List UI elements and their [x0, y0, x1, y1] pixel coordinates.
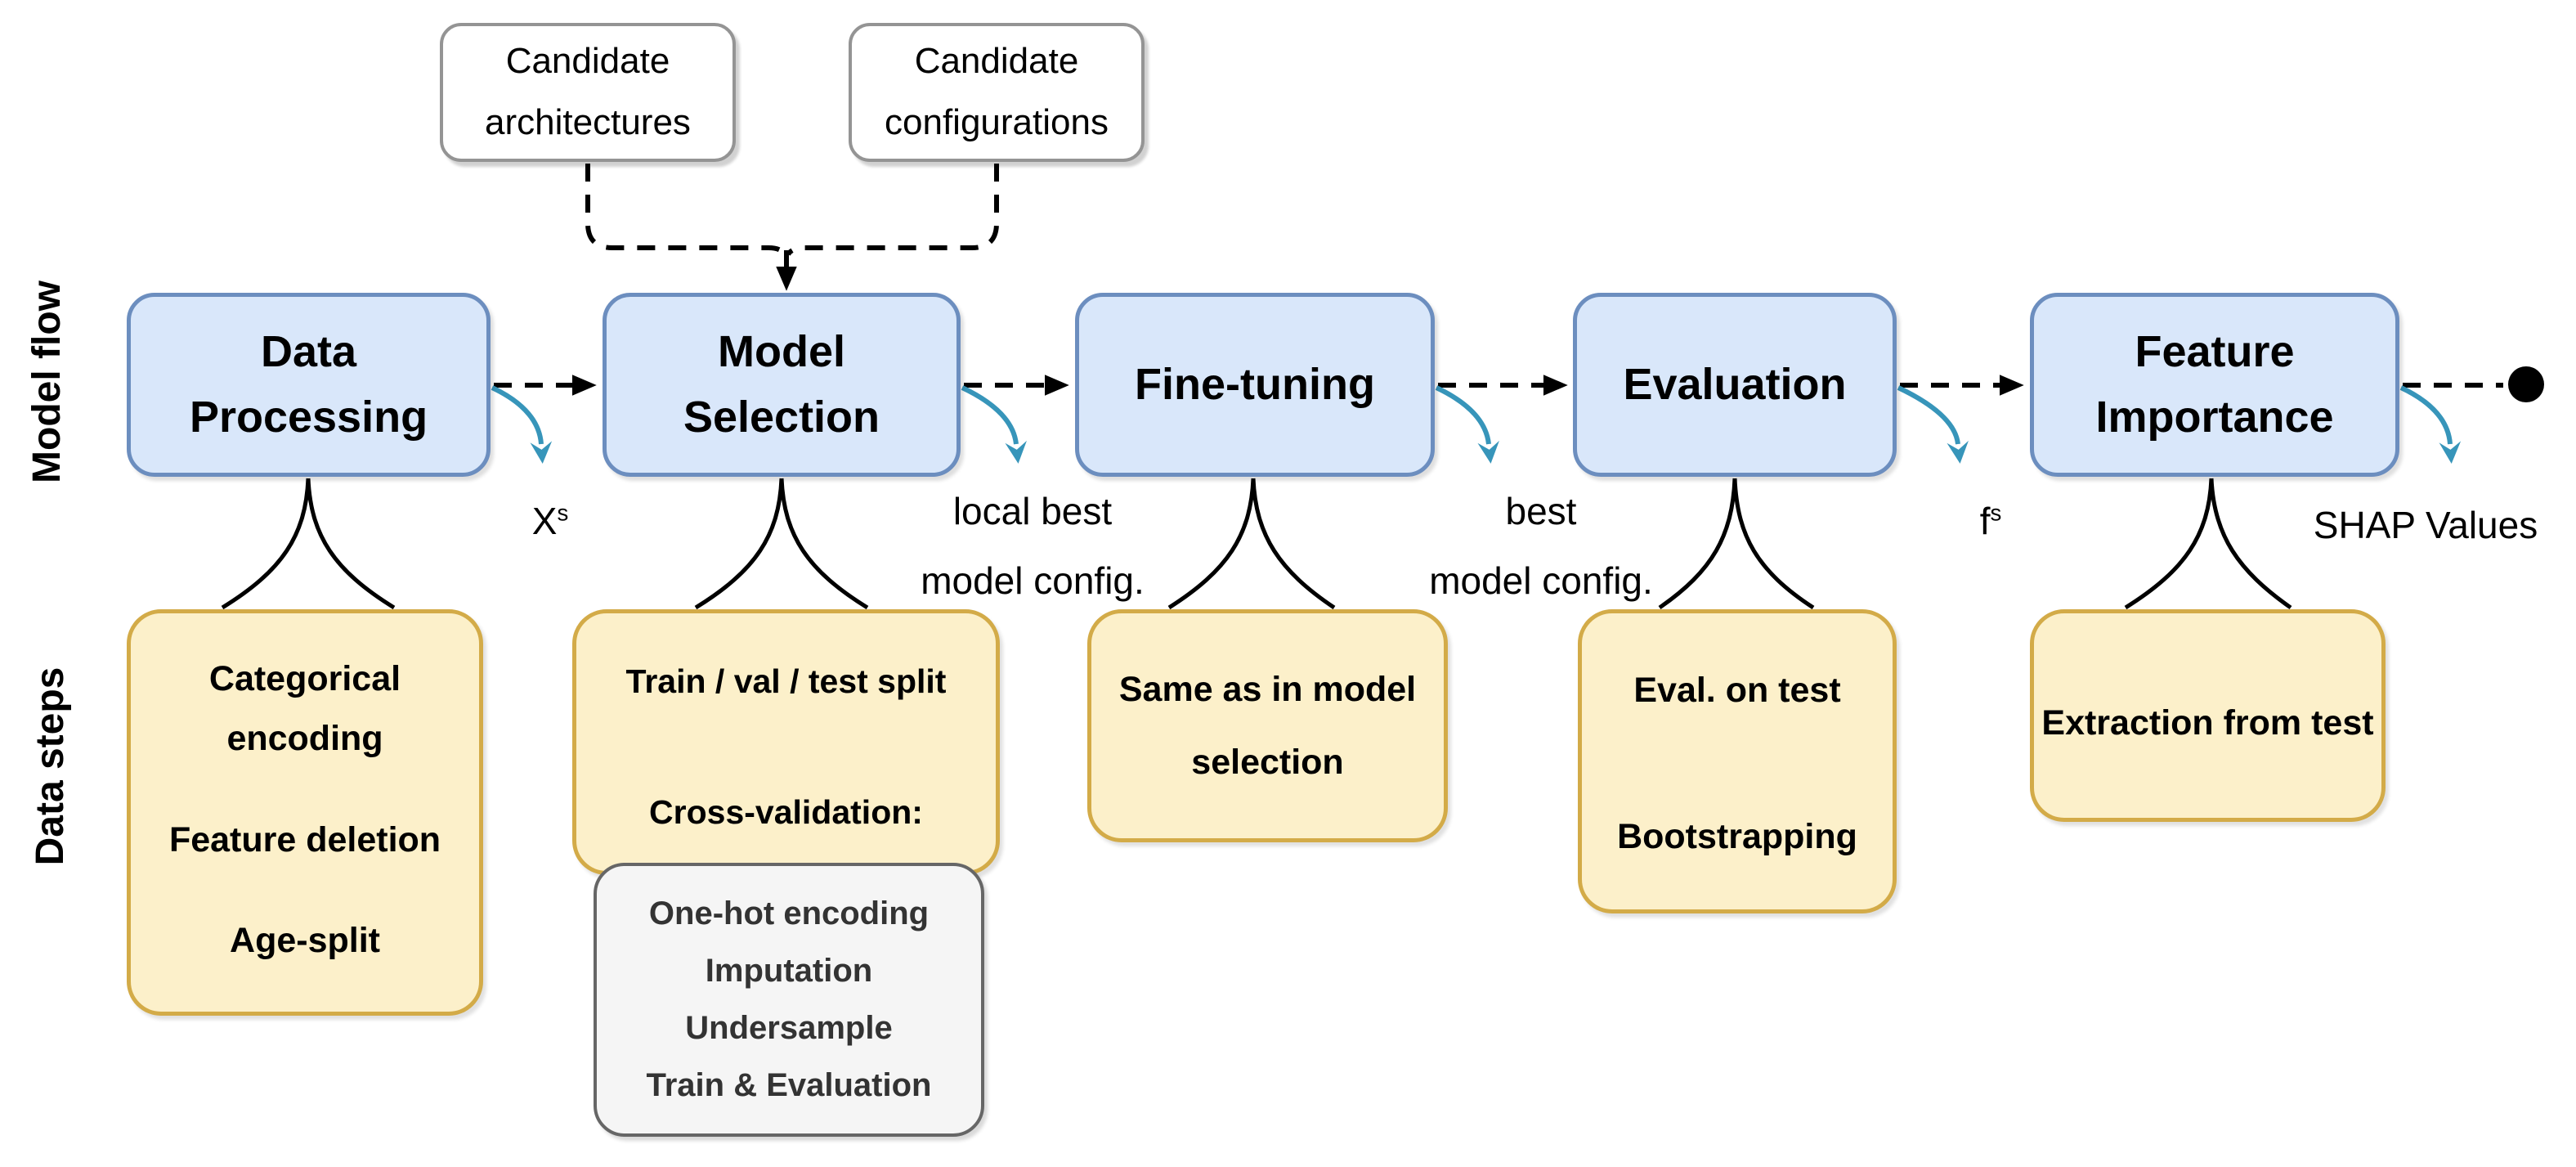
output-label-xs-sup: s	[557, 500, 569, 526]
stage-evaluation-title: Evaluation	[1623, 359, 1847, 409]
candidate-configurations-label: Candidate configurations	[885, 41, 1109, 142]
step-extraction-from-test: Extraction from test	[2041, 702, 2374, 743]
output-arrow-best	[1435, 385, 1499, 464]
step-categorical-encoding: Categorical encoding	[208, 659, 401, 759]
flow-end-dot	[2508, 366, 2544, 402]
output-label-best-line2: model config.	[1429, 559, 1653, 603]
substep-imputation: Imputation	[705, 953, 873, 990]
steps-feature-importance-box: Extraction from test	[2030, 609, 2386, 822]
steps-fine-tuning-box: Same as in model selection	[1087, 609, 1448, 842]
output-label-shap-values: SHAP Values	[2313, 504, 2538, 546]
step-bootstrapping: Bootstrapping	[1617, 817, 1857, 856]
candidate-architectures-connector	[585, 164, 787, 256]
output-label-best: best model config.	[1361, 477, 1721, 616]
stage-data-processing-title: Data Processing	[189, 326, 428, 442]
funnel-fine-tuning	[1167, 478, 1336, 610]
section-label-data-steps: Data steps	[29, 667, 72, 866]
stage-data-processing: Data Processing	[127, 293, 491, 477]
funnel-evaluation	[1658, 478, 1815, 610]
stage-feature-importance: Feature Importance	[2030, 293, 2399, 477]
output-label-xs: Xs	[481, 487, 620, 556]
substep-one-hot-encoding: One-hot encoding	[648, 895, 930, 932]
candidate-configurations-box: Candidate configurations	[849, 23, 1145, 162]
step-train-val-test-split: Train / val / test split	[625, 662, 947, 700]
output-label-xs-base: X	[531, 500, 558, 542]
step-age-split: Age-split	[230, 920, 380, 960]
funnel-model-selection	[694, 478, 869, 610]
section-label-model-flow: Model flow	[25, 281, 69, 483]
candidate-configurations-connector	[786, 164, 999, 256]
step-cross-validation: Cross-validation:	[649, 793, 923, 831]
candidate-architectures-box: Candidate architectures	[440, 23, 736, 162]
stage-fine-tuning: Fine-tuning	[1075, 293, 1435, 477]
output-label-fs-base: f	[1979, 500, 1991, 542]
step-feature-deletion: Feature deletion	[168, 819, 441, 860]
stage-model-selection-title: Model Selection	[683, 326, 880, 442]
stage-evaluation: Evaluation	[1573, 293, 1897, 477]
output-label-local-best: local best model config.	[865, 477, 1200, 616]
output-arrow-local-best	[961, 385, 1027, 464]
substep-undersample: Undersample	[685, 1009, 893, 1046]
funnel-data-processing	[221, 478, 396, 610]
output-label-fs: fs	[1921, 487, 2060, 556]
stage-model-selection: Model Selection	[603, 293, 961, 477]
output-arrow-xs	[491, 385, 553, 464]
cross-validation-substeps-box: One-hot encoding Imputation Undersample …	[594, 863, 984, 1137]
stage-fine-tuning-title: Fine-tuning	[1135, 359, 1375, 409]
output-label-fs-sup: s	[1990, 500, 2002, 526]
output-label-local-best-line2: model config.	[921, 559, 1145, 603]
output-arrow-shap	[2399, 385, 2462, 464]
stage-feature-importance-title: Feature Importance	[2095, 326, 2334, 442]
steps-evaluation-box: Eval. on test Bootstrapping	[1578, 609, 1897, 913]
steps-model-selection-box: Train / val / test split Cross-validatio…	[572, 609, 1000, 875]
output-label-best-line1: best	[1505, 490, 1577, 532]
output-label-local-best-line1: local best	[952, 490, 1113, 532]
candidate-architectures-label: Candidate architectures	[485, 41, 691, 142]
output-arrow-fs	[1897, 385, 1969, 464]
substep-train-evaluation: Train & Evaluation	[646, 1066, 932, 1103]
funnel-feature-importance	[2124, 478, 2292, 610]
step-same-as-model-selection: Same as in model selection	[1118, 670, 1417, 782]
step-eval-on-test: Eval. on test	[1633, 671, 1841, 710]
steps-data-processing-box: Categorical encoding Feature deletion Ag…	[127, 609, 483, 1016]
